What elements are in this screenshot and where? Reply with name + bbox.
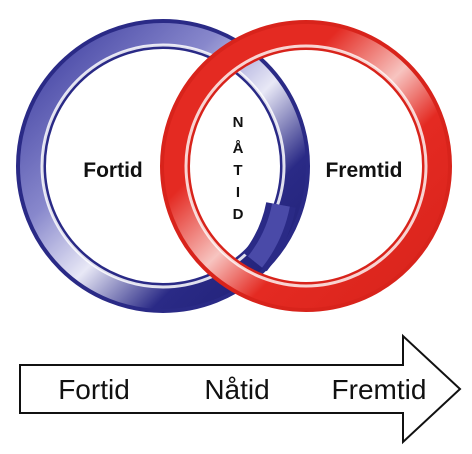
timeline-arrow: [19, 333, 462, 445]
future-ring: [160, 20, 452, 312]
arrow-label-future: Fremtid: [332, 374, 427, 405]
past-ring-label: Fortid: [83, 159, 142, 182]
overlap-letter: N: [233, 114, 244, 131]
overlap-letter: Å: [233, 140, 244, 157]
overlap-label: N Å T I D: [233, 114, 244, 223]
overlap-letter: I: [236, 184, 240, 201]
arrow-label-present: Nåtid: [204, 374, 269, 405]
past-ring-overlap-segment: [242, 201, 296, 272]
arrow-label-past: Fortid: [58, 374, 130, 405]
overlap-letter: D: [233, 206, 244, 223]
past-ring: [16, 19, 310, 313]
overlap-letter: T: [233, 162, 242, 179]
future-ring-label: Fremtid: [325, 159, 402, 182]
